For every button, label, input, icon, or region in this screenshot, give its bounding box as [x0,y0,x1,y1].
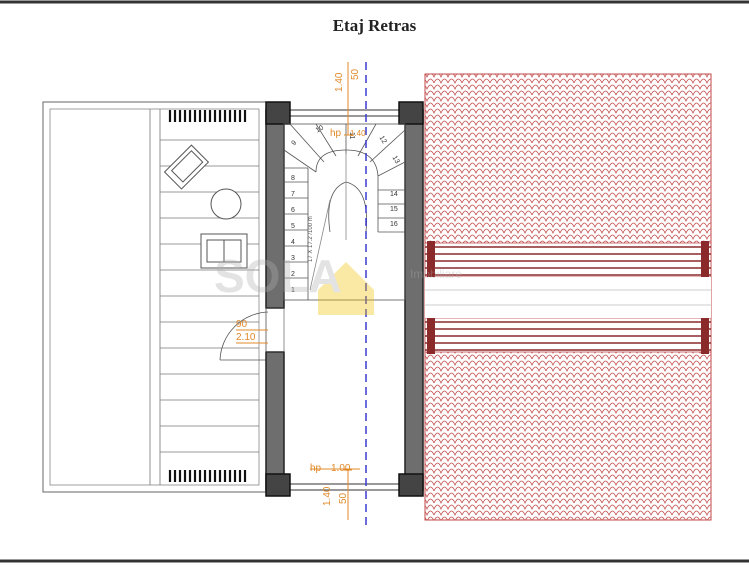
lounge-chair-icon [163,144,210,190]
dim-bottom-2: 50 [338,492,349,504]
step-1: 1 [291,287,295,294]
stair-room: 1 2 3 4 5 6 7 8 9 10 11 12 13 14 15 16 1… [265,101,424,497]
door-width: 90 [236,319,248,330]
hp-top-label: hp [330,128,342,139]
step-10: 10 [315,124,325,134]
wall-left-lower [265,351,285,491]
hp-top-value: 1.40 [350,129,366,138]
hp-bottom-label: hp [310,463,322,474]
step-6: 6 [291,207,295,214]
house-logo-icon [318,262,374,315]
step-13: 13 [391,155,401,165]
step-7: 7 [291,191,295,198]
step-16: 16 [390,221,398,228]
sofa-icon [200,233,248,269]
step-11: 11 [348,132,355,139]
step-3: 3 [291,255,295,262]
hp-bottom-value: 1.00 [331,463,351,474]
wall-right [404,109,424,491]
dim-top-2: 50 [350,68,361,80]
step-15: 15 [390,206,398,213]
watermark-text-1: SOLA [214,250,342,302]
watermark: SOLA Imobiliare [214,250,462,315]
roof [424,73,712,521]
step-14: 14 [390,191,398,198]
dimension-labels: 1.40 50 hp 1.40 90 2.10 hp 1.00 1.40 50 [236,68,366,506]
roof-band-upper [424,241,712,279]
round-table-icon [210,188,242,220]
dim-bottom-1: 1.40 [322,486,333,506]
step-numbers: 1 2 3 4 5 6 7 8 9 10 11 12 13 14 15 16 [291,124,401,294]
step-4: 4 [291,239,295,246]
step-5: 5 [291,223,295,230]
staircase [283,123,406,301]
step-12: 12 [378,135,388,145]
watermark-text-2: Imobiliare [410,267,462,281]
step-8: 8 [291,175,295,182]
step-9: 9 [291,139,299,147]
stair-annotation: 17 X 17.2 /100 m [308,216,314,262]
dim-top-1: 1.40 [334,72,345,92]
door-swing [219,311,269,361]
step-2: 2 [291,271,295,278]
roof-band-lower [424,316,712,354]
page-title: Etaj Retras [332,16,417,35]
door-height: 2.10 [236,332,256,343]
dimension-lines [236,62,360,520]
